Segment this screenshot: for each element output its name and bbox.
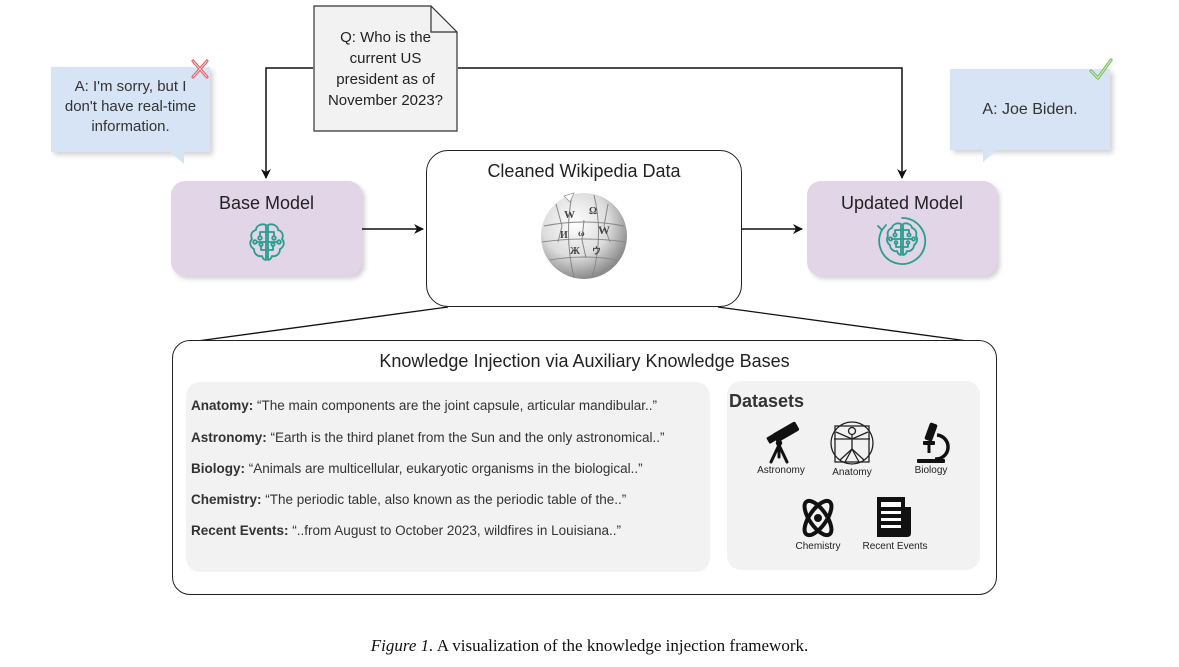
base-model-label: Base Model [218, 193, 315, 213]
dataset-recent-events: Recent Events [855, 495, 935, 552]
dataset-label: Chemistry [795, 541, 841, 552]
base-answer-bubble-tail [170, 152, 184, 164]
dataset-anatomy: Anatomy [820, 419, 884, 478]
caption-label: Figure 1. [370, 636, 434, 655]
dataset-biology: Biology [903, 421, 959, 476]
svg-text:ω: ω [578, 228, 585, 238]
base-answer-line: information. [91, 118, 170, 135]
dataset-label: Anatomy [832, 467, 872, 478]
svg-text:Ω: Ω [589, 206, 597, 217]
cross-icon [191, 59, 209, 79]
check-icon [1089, 58, 1113, 80]
figure-caption: Figure 1. A visualization of the knowled… [0, 636, 1179, 656]
wikipedia-data-box: Cleaned Wikipedia Data W Ω W И ω Ж ウ [426, 150, 742, 307]
updated-model-label: Updated Model [840, 193, 964, 213]
question-line: November 2023? [327, 92, 444, 109]
dataset-label: Recent Events [862, 541, 928, 552]
wikipedia-globe-icon: W Ω W И ω Ж ウ [541, 192, 627, 279]
question-line: president as of [336, 71, 435, 88]
telescope-icon [766, 421, 800, 464]
question-line: Q: Who is the [340, 29, 431, 46]
base-answer-bubble: A: I'm sorry, but I don't have real-time… [51, 67, 210, 152]
example-label: Astronomy: [191, 430, 267, 445]
atom-icon [802, 498, 834, 538]
question-note: Q: Who is the current US president as of… [313, 5, 458, 132]
arrow-question-to-base [261, 67, 313, 179]
example-text: “Animals are multicellular, eukaryotic o… [245, 461, 643, 476]
base-answer-line: don't have real-time [64, 98, 197, 115]
example-row: Anatomy: “The main components are the jo… [191, 398, 657, 413]
examples-panel: Anatomy: “The main components are the jo… [186, 382, 710, 572]
caption-text: A visualization of the knowledge injecti… [433, 636, 809, 655]
example-label: Chemistry: [191, 492, 262, 507]
dataset-label: Astronomy [757, 465, 805, 476]
dataset-astronomy: Astronomy [751, 421, 811, 476]
svg-text:W: W [564, 209, 575, 221]
example-text: “Earth is the third planet from the Sun … [266, 430, 665, 445]
wikipedia-data-label: Cleaned Wikipedia Data [487, 161, 681, 181]
zoom-line-left [189, 306, 449, 343]
knowledge-injection-title: Knowledge Injection via Auxiliary Knowle… [379, 351, 790, 371]
example-row: Recent Events: “..from August to October… [191, 523, 621, 538]
updated-answer-bubble: A: Joe Biden. [950, 69, 1110, 150]
updated-answer-text: A: Joe Biden. [982, 101, 1078, 118]
example-label: Biology: [191, 461, 245, 476]
example-text: “The main components are the joint capsu… [253, 398, 657, 413]
datasets-heading: Datasets [729, 391, 805, 411]
brain-circuit-icon [248, 223, 285, 261]
updated-model-box: Updated Model [807, 181, 997, 276]
example-label: Recent Events: [191, 523, 289, 538]
example-row: Biology: “Animals are multicellular, euk… [191, 461, 643, 476]
base-answer-line: A: I'm sorry, but I [74, 78, 187, 95]
datasets-panel: Datasets Astronomy [727, 381, 980, 570]
dataset-chemistry: Chemistry [785, 495, 851, 552]
svg-text:И: И [560, 230, 568, 241]
example-text: “..from August to October 2023, wildfire… [288, 523, 621, 538]
svg-text:Ж: Ж [570, 246, 580, 257]
svg-text:ウ: ウ [592, 246, 601, 256]
arrow-question-to-updated [458, 67, 907, 179]
brain-circuit-refresh-icon [877, 217, 927, 265]
example-row: Chemistry: “The periodic table, also kno… [191, 492, 626, 507]
dataset-label: Biology [914, 465, 948, 476]
microscope-icon [917, 422, 950, 463]
newspaper-icon [877, 497, 911, 537]
updated-answer-bubble-tail [983, 150, 997, 162]
svg-text:W: W [598, 223, 610, 237]
zoom-line-right [717, 306, 976, 343]
example-text: “The periodic table, also known as the p… [261, 492, 627, 507]
example-row: Astronomy: “Earth is the third planet fr… [191, 430, 664, 445]
example-label: Anatomy: [191, 398, 254, 413]
vitruvian-man-icon [830, 421, 874, 465]
question-line: current US [349, 50, 422, 67]
base-model-box: Base Model [171, 181, 362, 276]
